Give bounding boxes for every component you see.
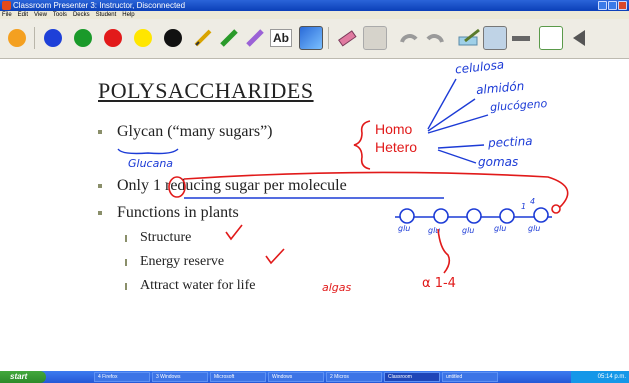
bullet-marker [98,184,102,188]
menu-tools[interactable]: Tools [52,12,67,18]
sub-bullet-marker [125,235,127,242]
image-icon [299,26,323,50]
taskbar-item-micros[interactable]: 2 Micros [326,372,382,382]
pen-green-button[interactable] [70,25,96,51]
ink-bond-4: 4 [530,197,536,206]
pen-blue-button[interactable] [40,25,66,51]
instructor-tool-button[interactable] [456,25,482,51]
bullet-functions: Functions in plants [98,204,239,222]
undo-button[interactable] [396,25,422,51]
ink-bond-1: 1 [521,202,527,211]
taskbar-item-firefox[interactable]: 4 Firefox [94,372,150,382]
pen-stylus-icon [458,28,480,46]
sub-structure-text: Structure [140,230,192,245]
ink-gomas: gomas [478,155,519,169]
sub-bullet-marker [125,283,127,290]
redo-button[interactable] [422,25,448,51]
pen-red-button[interactable] [100,25,126,51]
ink-alpha-linkage: α 1-4 [422,276,456,291]
sub-bullet-marker [125,259,127,266]
sub-structure: Structure [125,230,192,246]
highlighter-icon [220,29,238,47]
screen-tool-button[interactable] [482,25,508,51]
eraser-tool-button[interactable] [334,25,360,51]
taskbar: start 4 Firefox 3 Windows Microsoft Wind… [0,371,629,383]
bullet-reducing-sugar: Only 1 reducing sugar per molecule [98,177,347,195]
clear-icon [363,26,387,50]
marker-tool-button[interactable] [242,25,268,51]
menu-file[interactable]: File [2,12,12,18]
window-title: Classroom Presenter 3: Instructor, Disco… [13,1,186,10]
window-title-bar: Classroom Presenter 3: Instructor, Disco… [0,0,629,11]
menu-decks[interactable]: Decks [72,12,90,18]
sub-water: Attract water for life [125,278,256,294]
slide-canvas[interactable]: POLYSACCHARIDES Glycan (“many sugars”) O… [0,57,629,371]
text-tool-button[interactable]: Ab [268,25,294,51]
menu-edit[interactable]: Edit [17,12,29,18]
screen-icon [483,26,507,50]
bullet-reducing-text: Only 1 reducing sugar per molecule [117,177,347,194]
toolbar-divider [328,27,329,49]
taskbar-item-untitled[interactable]: untitled [442,372,498,382]
menu-view[interactable]: View [34,12,47,18]
slides-icon [539,26,563,50]
start-button[interactable]: start [0,371,46,383]
close-button[interactable] [618,1,627,10]
taskbar-item-microsoft[interactable]: Microsoft [210,372,266,382]
sub-energy-text: Energy reserve [140,254,225,269]
sub-energy: Energy reserve [125,254,225,270]
taskbar-item-windows-2[interactable]: Windows [268,372,324,382]
ink-glu-4: glu [494,224,507,233]
clear-ink-button[interactable] [362,25,388,51]
label-hetero: Hetero [375,139,418,155]
bullet-glycan-text: Glycan (“many sugars”) [117,123,273,140]
bullet-marker [98,130,102,134]
minus-icon [512,35,530,41]
toolbar: Ab [0,19,629,59]
pen-icon [194,29,212,47]
slide-title: POLYSACCHARIDES [98,78,314,103]
taskbar-item-classroom[interactable]: Classroom [384,372,440,382]
sub-water-text: Attract water for life [140,278,256,293]
ink-glu-3: glu [462,226,475,235]
ink-glu-1: glu [398,224,411,233]
bullet-glycan: Glycan (“many sugars”) [98,123,273,141]
text-tool-label: Ab [270,29,292,47]
previous-slide-button[interactable] [566,25,592,51]
bullet-marker [98,211,102,215]
menu-help[interactable]: Help [122,12,135,18]
ink-algas: algas [322,281,352,294]
marker-icon [246,29,264,47]
highlighter-tool-button[interactable] [216,25,242,51]
pen-tool-button[interactable] [190,25,216,51]
menu-bar: File Edit View Tools Decks Student Help [0,11,629,19]
taskbar-item-windows[interactable]: 3 Windows [152,372,208,382]
image-tool-button[interactable] [298,25,324,51]
eraser-icon [338,30,357,47]
arrow-left-icon [573,30,585,46]
maximize-button[interactable] [608,1,617,10]
redo-icon [426,34,444,43]
ink-glucana: Glucana [128,157,174,170]
minimize-button[interactable] [598,1,607,10]
app-icon [2,1,11,10]
label-homo: Homo [375,121,413,137]
menu-student[interactable]: Student [95,12,117,18]
ink-glu-2: glu [428,226,441,235]
ink-strokes [117,78,569,274]
pen-orange-button[interactable] [4,25,30,51]
minimize-slide-button[interactable] [508,25,534,51]
undo-icon [400,34,418,43]
toolbar-divider [34,27,35,49]
slide-sorter-button[interactable] [538,25,564,51]
pen-black-button[interactable] [160,25,186,51]
pen-yellow-button[interactable] [130,25,156,51]
ink-glu-5: glu [528,224,541,233]
system-tray-clock: 05:14 p.m. [571,371,629,383]
bullet-functions-text: Functions in plants [117,204,239,221]
